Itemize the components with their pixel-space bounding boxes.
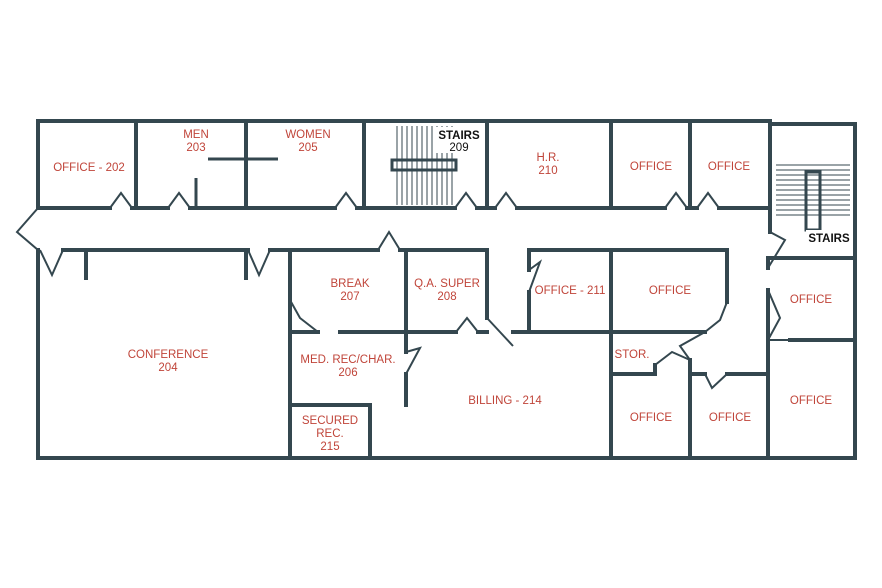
room-labels: OFFICE - 202 MEN 203 WOMEN 205 STAIRS 20… xyxy=(53,127,852,453)
room-med-rec-number: 206 xyxy=(338,367,357,379)
room-conference-label: CONFERENCE xyxy=(128,349,209,361)
room-office-bot-a-label: OFFICE xyxy=(630,412,672,424)
room-secured-rec-number: 215 xyxy=(320,441,339,453)
room-hr-number: 210 xyxy=(538,165,557,177)
room-break-number: 207 xyxy=(340,291,359,303)
room-med-rec-label: MED. REC/CHAR. xyxy=(300,354,395,366)
room-women-number: 205 xyxy=(298,142,317,154)
room-men-label: MEN xyxy=(183,129,209,141)
stairs-209-label: STAIRS xyxy=(438,130,480,142)
room-stor-label: STOR. xyxy=(615,349,650,361)
stairs-209-number: 209 xyxy=(449,142,468,154)
door-swings xyxy=(15,191,790,390)
room-office-right-a-label: OFFICE xyxy=(790,294,832,306)
room-office-bot-b-label: OFFICE xyxy=(709,412,751,424)
room-conference-number: 204 xyxy=(158,362,178,374)
room-break-label: BREAK xyxy=(331,278,370,290)
room-office-right-b-label: OFFICE xyxy=(790,395,832,407)
room-office-202-label: OFFICE - 202 xyxy=(53,162,125,174)
room-secured-rec-line2: REC. xyxy=(316,428,343,440)
room-women-label: WOMEN xyxy=(285,129,330,141)
room-men-number: 203 xyxy=(186,142,205,154)
room-hr-label: H.R. xyxy=(537,152,560,164)
room-office-top-b-label: OFFICE xyxy=(708,161,750,173)
room-qa-super-number: 208 xyxy=(437,291,456,303)
room-office-mid-label: OFFICE xyxy=(649,285,691,297)
room-secured-rec-label: SECURED xyxy=(302,415,358,427)
room-billing-label: BILLING - 214 xyxy=(468,395,542,407)
bottom-rooms-walls xyxy=(36,248,857,460)
stairs-right-label: STAIRS xyxy=(808,233,850,245)
room-qa-super-label: Q.A. SUPER xyxy=(414,278,480,290)
room-office-211-label: OFFICE - 211 xyxy=(535,285,606,297)
room-office-top-a-label: OFFICE xyxy=(630,161,672,173)
